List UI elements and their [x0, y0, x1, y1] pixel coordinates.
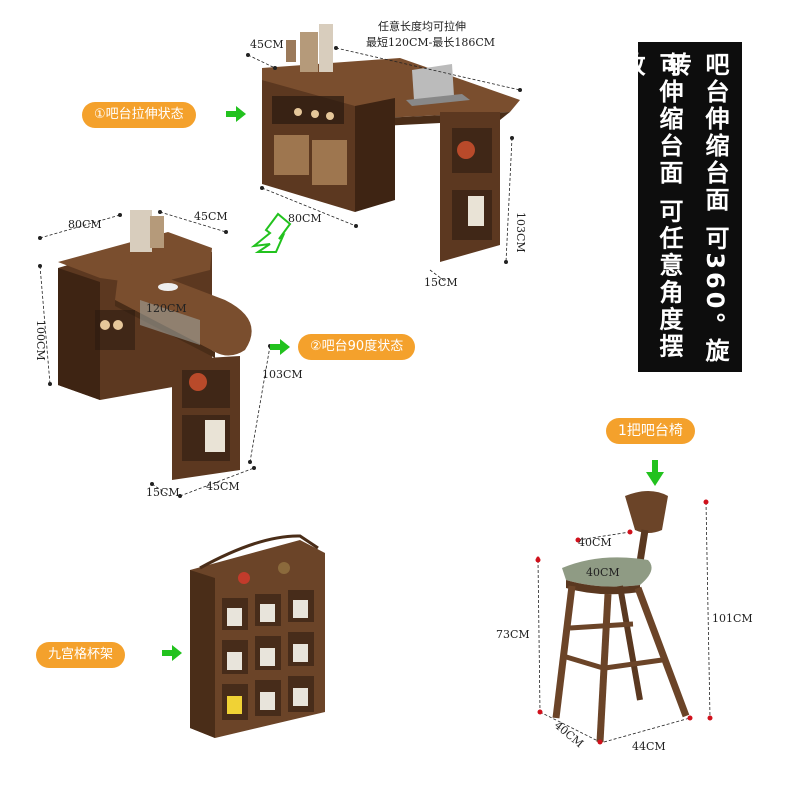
callout-ninety-state: ②吧台90度状态 — [298, 334, 416, 360]
chair-seat-width-label: 40CM — [586, 566, 620, 579]
extend-depth-label: 45CM — [250, 38, 284, 51]
extend-width-label: 80CM — [288, 212, 322, 225]
callout-cup-shelf: 九宫格杯架 — [36, 642, 126, 668]
diagonal-transform-arrow — [250, 212, 292, 253]
ninety-top-width-label: 80CM — [68, 218, 102, 231]
extend-note-line2: 最短120CM-最长186CM — [366, 36, 496, 49]
banner-column-2: 可伸缩台面 可任意角度摆放 — [617, 52, 683, 361]
callout-bar-chair: 1把吧台椅 — [606, 418, 695, 444]
ninety-top-depth-label: 45CM — [194, 210, 228, 223]
chair-back-width-label: 40CM — [578, 536, 612, 549]
ninety-height-label: 100CM — [34, 320, 47, 361]
chair-total-height-label: 101CM — [712, 612, 753, 625]
ninety-leg-width-label: 45CM — [206, 480, 240, 493]
ninety-span-label: 120CM — [146, 302, 187, 315]
extend-leg-depth-label: 15CM — [424, 276, 458, 289]
chair-leg-width-label: 44CM — [632, 740, 666, 753]
dimension-lines — [39, 47, 711, 743]
extended-bar-illustration — [262, 24, 520, 262]
ninety-leg-depth-label: 15CM — [146, 486, 180, 499]
green-arrows — [162, 106, 664, 661]
ninety-degree-bar-illustration — [58, 210, 252, 480]
chair-seat-height-label: 73CM — [496, 628, 530, 641]
ninety-leg-height-label: 103CM — [262, 368, 303, 381]
cup-shelf-illustration — [190, 534, 325, 738]
bar-chair-illustration — [552, 491, 690, 743]
banner-column-1: 吧台伸缩台面 可360° 旋转 — [663, 52, 729, 365]
chair-dimension-dots — [535, 499, 713, 745]
extend-height-label: 103CM — [514, 212, 527, 253]
extend-note-line1: 任意长度均可拉伸 — [378, 20, 466, 33]
callout-extended-state: ①吧台拉伸状态 — [82, 102, 196, 128]
feature-banner: 吧台伸缩台面 可360° 旋转 可伸缩台面 可任意角度摆放 — [617, 42, 742, 372]
